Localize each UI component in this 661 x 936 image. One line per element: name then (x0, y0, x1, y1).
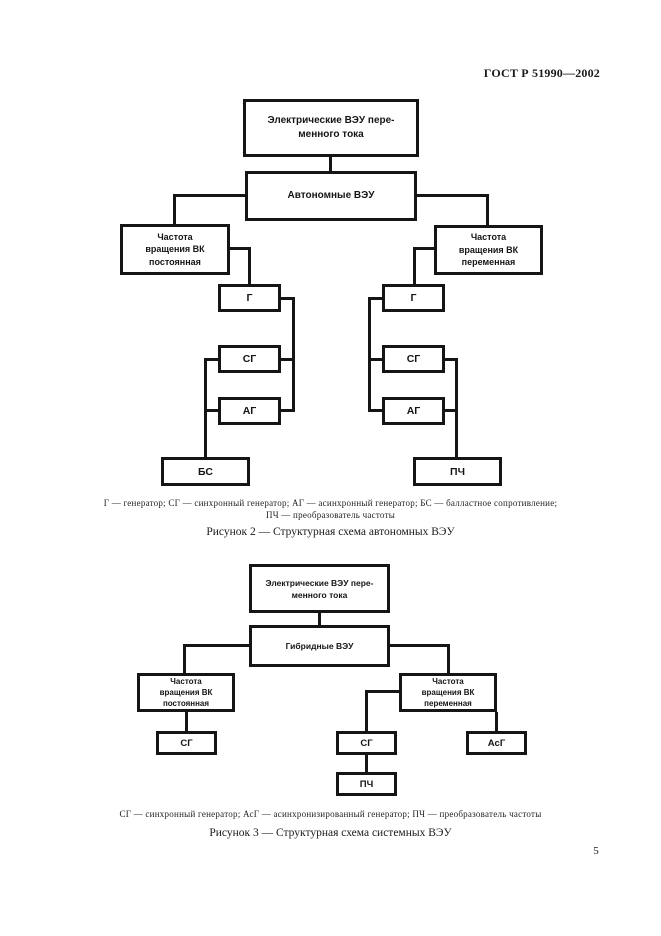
fig3-node-asg: АсГ (466, 731, 527, 755)
fig2-connector-right-branch (417, 194, 489, 197)
fig2-node-ag-left: АГ (218, 397, 281, 425)
fig2-node-freq-const: Частота вращения ВК постоянная (120, 224, 230, 275)
fig2-connector-freqvar-g (413, 247, 416, 284)
fig2-bus-to-bs (204, 358, 218, 361)
fig2-legend-line2: ПЧ — преобразователь частоты (265, 510, 396, 520)
fig3-legend-line1: СГ — синхронный генератор; АсГ — асинхро… (119, 809, 542, 819)
fig2-connector-left-branch (173, 194, 245, 197)
fig2-connector-left-branch (173, 194, 176, 224)
fig2-node-g-right: Г (382, 284, 445, 312)
fig3-connector-left-branch (183, 644, 186, 673)
fig3-node-sg-left: СГ (156, 731, 217, 755)
fig2-node-freq-var: Частота вращения ВК переменная (434, 225, 543, 275)
fig2-bus-left (281, 297, 295, 300)
fig2-bus-left (281, 409, 295, 412)
fig2-bus-right (368, 358, 382, 361)
fig3-node-freq-var: Частота вращения ВК переменная (399, 673, 497, 712)
fig2-connector-freqvar-g (413, 247, 434, 250)
fig3-connector-right-branch (447, 644, 450, 673)
fig3-node-hybrid: Гибридные ВЭУ (249, 625, 390, 667)
fig2-node-g-left: Г (218, 284, 281, 312)
fig3-node-root: Электрические ВЭУ пере- менного тока (249, 564, 390, 613)
fig2-connector-freqconst-g (230, 247, 251, 250)
fig2-bus-to-pch (455, 358, 458, 457)
fig2-bus-to-bs (204, 358, 207, 457)
fig3-connector-sg-pch (365, 755, 368, 772)
fig3-connector-freqvar-sg (365, 690, 368, 731)
fig2-bus-right (368, 297, 371, 412)
fig3-caption: Рисунок 3 — Структурная схема системных … (209, 827, 452, 839)
fig3-connector-right-branch (390, 644, 450, 647)
fig3-connector-left-branch (183, 644, 249, 647)
fig2-node-root: Электрические ВЭУ пере- менного тока (243, 99, 419, 157)
fig2-bus-to-bs (204, 409, 218, 412)
fig2-connector-root-autonomous (329, 157, 332, 171)
fig3-connector-freqvar-sg (365, 690, 399, 693)
page-number: 5 (593, 845, 599, 857)
fig2-bus-to-pch (445, 358, 458, 361)
fig2-node-bs: БС (161, 457, 250, 486)
fig3-node-freq-const: Частота вращения ВК постоянная (137, 673, 235, 712)
fig3-connector-freqvar-asg (495, 712, 498, 731)
fig2-bus-left (281, 358, 295, 361)
fig2-node-sg-left: СГ (218, 345, 281, 373)
fig2-bus-right (368, 409, 382, 412)
fig2-node-autonomous: Автономные ВЭУ (245, 171, 417, 221)
standard-number-header: ГОСТ Р 51990—2002 (483, 66, 600, 80)
fig2-node-pch: ПЧ (413, 457, 502, 486)
fig2-node-ag-right: АГ (382, 397, 445, 425)
fig3-node-pch: ПЧ (336, 772, 397, 796)
fig2-node-sg-right: СГ (382, 345, 445, 373)
fig3-node-sg-mid: СГ (336, 731, 397, 755)
fig3-connector-root-hybrid (318, 613, 321, 625)
fig2-bus-right (368, 297, 382, 300)
fig2-legend-line1: Г — генератор; СГ — синхронный генератор… (103, 498, 558, 508)
fig2-connector-right-branch (486, 194, 489, 225)
fig2-caption: Рисунок 2 — Структурная схема автономных… (206, 526, 455, 538)
fig2-bus-to-pch (445, 409, 458, 412)
fig3-connector-freqconst-sg (185, 712, 188, 731)
fig2-bus-left (292, 297, 295, 412)
fig2-connector-freqconst-g (248, 247, 251, 284)
